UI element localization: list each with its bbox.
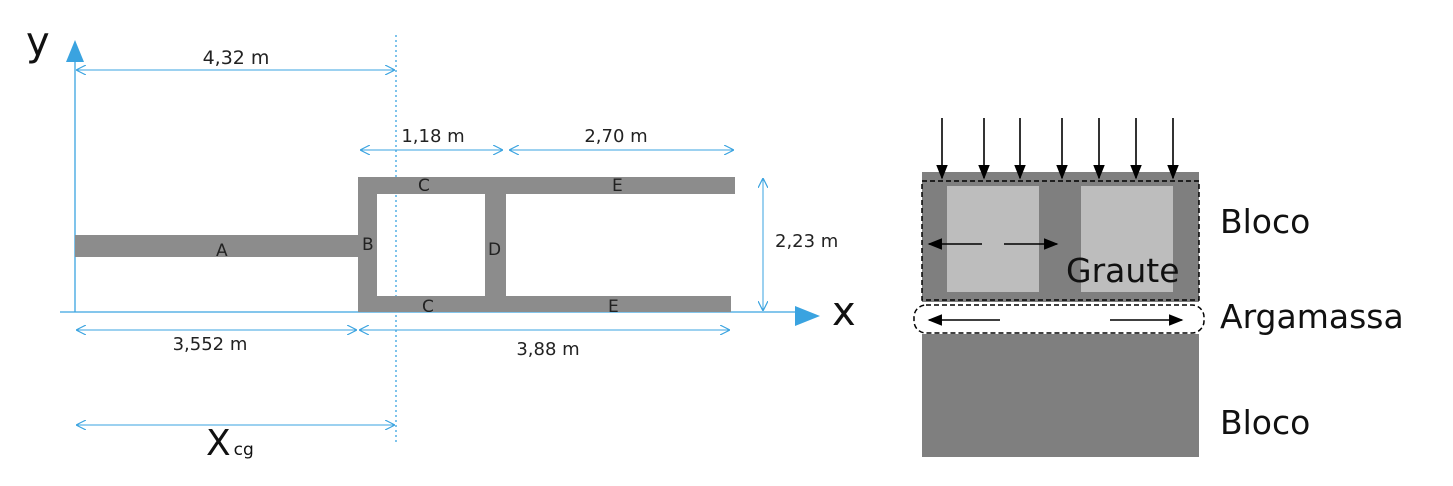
wall-a [75,235,360,257]
dimension-label-432: 4,32 m [203,47,270,69]
masonry-section-diagram: Graute Bloco Argamassa Bloco [913,118,1404,457]
segment-label-a: A [216,241,228,261]
mortar-joint-outline [913,304,1205,334]
y-axis-arrowhead [66,40,84,62]
wall-bottom-c-e [358,296,731,312]
x-axis-arrowhead [795,306,820,326]
top-block-dashed-outline [921,180,1200,301]
grout-cell-left [947,186,1039,292]
dimension-label-223: 2,23 m [775,231,838,252]
label-argamassa: Argamassa [1220,297,1404,336]
segment-label-b: B [362,235,374,255]
label-graute: Graute [1066,251,1180,290]
wall-b [358,177,377,312]
wall-d [485,177,506,312]
segment-label-e-bottom: E [608,297,619,317]
segment-label-c-bottom: C [422,297,434,317]
x-axis-label: x [832,289,856,335]
segment-label-c-top: C [418,176,430,196]
dimension-label-118: 1,18 m [401,126,464,147]
y-axis-label: y [26,19,50,65]
grout-cell-right [1081,186,1173,292]
wall-top-c-e [358,177,735,194]
dimension-label-3552: 3,552 m [173,334,248,355]
label-bloco-bottom: Bloco [1220,403,1310,442]
xcg-label-main: X [206,423,231,464]
bottom-block [922,334,1199,457]
segment-label-e-top: E [612,176,623,196]
wall-plan-diagram: y x A B C E D C E 4,32 m 1,18 m 2,70 m 2… [26,19,856,464]
load-arrows [936,118,1179,180]
label-bloco-top: Bloco [1220,202,1310,241]
segment-label-d: D [488,240,501,260]
dimension-label-270: 2,70 m [584,126,647,147]
xcg-label-subscript: cg [234,440,254,460]
dimension-label-388: 3,88 m [516,339,579,360]
